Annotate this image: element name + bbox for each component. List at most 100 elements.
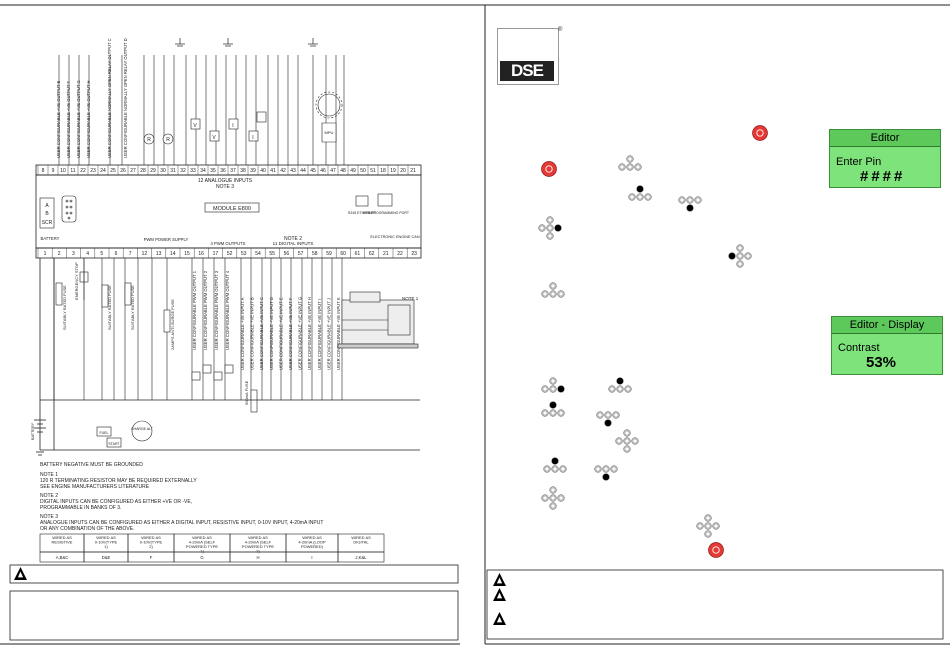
nav-button-dot (551, 496, 555, 500)
table-header-text: 0-10V(TYPE (140, 540, 163, 545)
svg-text:R: R (147, 137, 151, 143)
nav-button-dot (714, 524, 718, 528)
terminal-number: 24 (100, 168, 106, 174)
terminal-number: 22 (80, 168, 86, 174)
svg-text:B: B (45, 211, 49, 217)
nav-button-dot (638, 195, 642, 199)
nav-button-dot (551, 411, 555, 415)
terminal-number: 31 (170, 168, 176, 174)
terminal-number: 32 (180, 168, 186, 174)
terminal-number: 21 (410, 168, 416, 174)
warning-triangle-icon (493, 588, 506, 601)
terminal-number: 38 (240, 168, 246, 174)
table-header-text: POWERED TYPE (186, 544, 218, 549)
note2-label: NOTE 2 (284, 236, 302, 242)
nav-button-dot (551, 379, 555, 383)
lcd-editor-display: Editor - Display Contrast 53% (831, 316, 943, 375)
terminal-number: 46 (320, 168, 326, 174)
nav-pad-icon (541, 377, 565, 393)
nav-button-dot (738, 262, 742, 266)
lcd-contrast-label: Contrast (838, 342, 880, 354)
svg-text:R: R (166, 137, 170, 143)
table-header-text: 4-20mA (SELF (189, 540, 216, 545)
digital-input-label: USER CONFIGURABLE +VE INPUT G (298, 297, 303, 370)
nav-button-dot (610, 387, 614, 391)
warning-icon (14, 567, 27, 580)
lcd-contrast-value: 53% (866, 354, 897, 371)
module-body (35, 164, 422, 259)
digital-input-label: USER CONFIGURABLE +VE INPUT A (240, 297, 245, 370)
digital-input-label: USER CONFIGURABLE +VE INPUT K (336, 297, 341, 370)
nav-button-dot (545, 467, 549, 471)
nav-button-dot (612, 467, 616, 471)
note-line: OR ANY COMBINATION OF THE ABOVE. (40, 526, 134, 532)
fuse-label: 500mA FUSE (244, 380, 249, 405)
nav-button-dot (604, 467, 608, 471)
warning-triangle-inner (17, 571, 24, 578)
table-value-text: I (311, 555, 312, 560)
table-header-text: WIRED AS (141, 535, 161, 540)
table-header-text: POWERED TYPE (242, 544, 274, 549)
nav-pad-icon (608, 377, 632, 393)
terminal-number: 22 (397, 251, 403, 257)
stop-button-icon (708, 542, 724, 558)
note3-label: NOTE 3 (216, 184, 234, 190)
nav-button-dot (543, 387, 547, 391)
pwm-output-label: USER CONFIGURABLE PWM OUTPUT 2 (203, 270, 208, 350)
terminal-number: 35 (210, 168, 216, 174)
warning-triangle-icon (493, 612, 506, 625)
nav-button-dot (625, 447, 629, 451)
page-frame (0, 4, 950, 645)
nav-button-dot (706, 516, 710, 520)
table-header-text: 1) (104, 544, 108, 549)
terminal-number: 8 (42, 168, 45, 174)
digital-input-label: USER CONFIGURABLE +VE INPUT F (288, 297, 293, 370)
terminal-number: 53 (241, 251, 247, 257)
generator-illustration (337, 291, 419, 349)
digital-input-labels: USER CONFIGURABLE +VE INPUT A USER CONFIG… (240, 297, 341, 370)
terminal-number: 33 (190, 168, 196, 174)
table-header-text: 1) (200, 549, 204, 554)
stop-button-circle (752, 125, 768, 141)
table-value-text: F (150, 555, 153, 560)
navigation-pads (538, 155, 752, 538)
svg-text:I: I (232, 123, 233, 129)
note-line: ANALOGUE INPUTS CAN BE CONFIGURED AS EIT… (40, 520, 323, 526)
terminal-number: 57 (298, 251, 304, 257)
table-header-text: WIRED AS (52, 535, 72, 540)
note-line: DIGITAL INPUTS CAN BE CONFIGURED AS EITH… (40, 499, 192, 505)
lcd-editor-pin: Editor Enter Pin #### (829, 129, 941, 188)
terminal-number: 6 (115, 251, 118, 257)
terminal-number: 49 (350, 168, 356, 174)
terminal-number: 20 (400, 168, 406, 174)
mpu-gear (315, 91, 343, 119)
stop-button-ring (756, 129, 764, 137)
terminal-number: 43 (290, 168, 296, 174)
digital-input-label: USER CONFIGURABLE +VE INPUT B (250, 297, 255, 370)
table-header-text: WIRED AS (192, 535, 212, 540)
nav-button-dot (746, 254, 750, 258)
terminal-number: 29 (150, 168, 156, 174)
nav-button-dot (543, 411, 547, 415)
nav-button-dot (628, 157, 632, 161)
stop-button-ring (712, 546, 720, 554)
nav-pad-icon (678, 196, 702, 212)
fuse-label: SUITABLY RATED FUSE (130, 285, 135, 330)
nav-button-dot (617, 439, 621, 443)
top-grounds (175, 38, 318, 47)
table-header-text: WIRED AS (96, 535, 116, 540)
charge-alternator (96, 420, 153, 448)
terminal-number: 7 (129, 251, 132, 257)
pwm-loads (191, 364, 234, 381)
digital-inputs-header: 11 DIGITAL INPUTS (273, 241, 314, 246)
nav-button-dot (706, 532, 710, 536)
analogue-inputs-header: 12 ANALOGUE INPUTS (198, 178, 253, 184)
nav-button-dot (625, 431, 629, 435)
stop-buttons (541, 125, 768, 558)
nav-pad-icon (538, 216, 562, 240)
right-warning-box (486, 569, 944, 640)
